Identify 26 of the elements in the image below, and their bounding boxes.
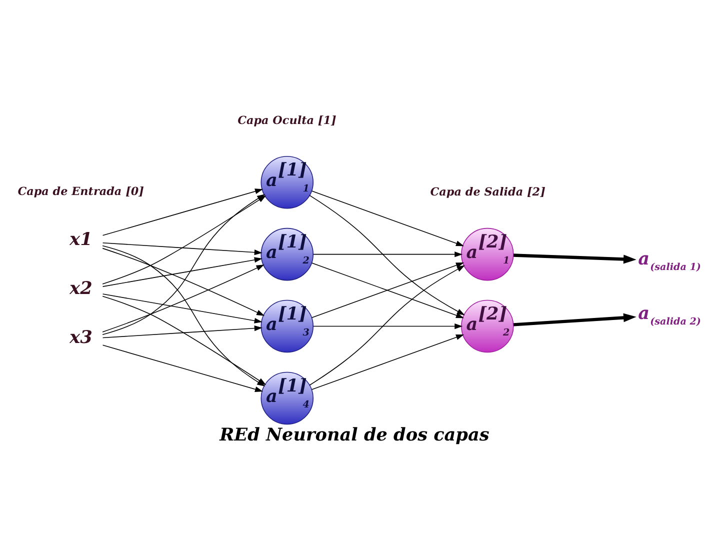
arrow xyxy=(102,295,266,384)
arrow xyxy=(102,188,264,236)
arrow xyxy=(102,324,262,338)
arrow xyxy=(102,247,265,316)
label: Capa Oculta [1] xyxy=(238,112,336,126)
arrow xyxy=(312,251,463,257)
arrow xyxy=(102,344,264,392)
node-text: a$_{(salida 2)}$ xyxy=(638,302,701,327)
arrow xyxy=(309,264,465,386)
node-text: x1 xyxy=(70,228,92,250)
arrow xyxy=(513,312,636,326)
arrow xyxy=(102,242,262,255)
node-text: x2 xyxy=(70,277,92,298)
node-text: a$_{(salida 1)}$ xyxy=(638,248,701,272)
arrow xyxy=(513,253,636,264)
arrow xyxy=(102,264,264,332)
caption: REd Neuronal de dos capas xyxy=(220,424,490,446)
node-text: x3 xyxy=(70,326,92,348)
arrow xyxy=(312,322,463,329)
arrow xyxy=(309,194,465,315)
arrow xyxy=(312,190,464,246)
arrow xyxy=(102,293,262,323)
label: Capa de Salida [2] xyxy=(430,184,546,198)
arrow xyxy=(102,256,262,286)
arrow xyxy=(312,334,464,390)
label: Capa de Entrada [0] xyxy=(18,183,144,198)
